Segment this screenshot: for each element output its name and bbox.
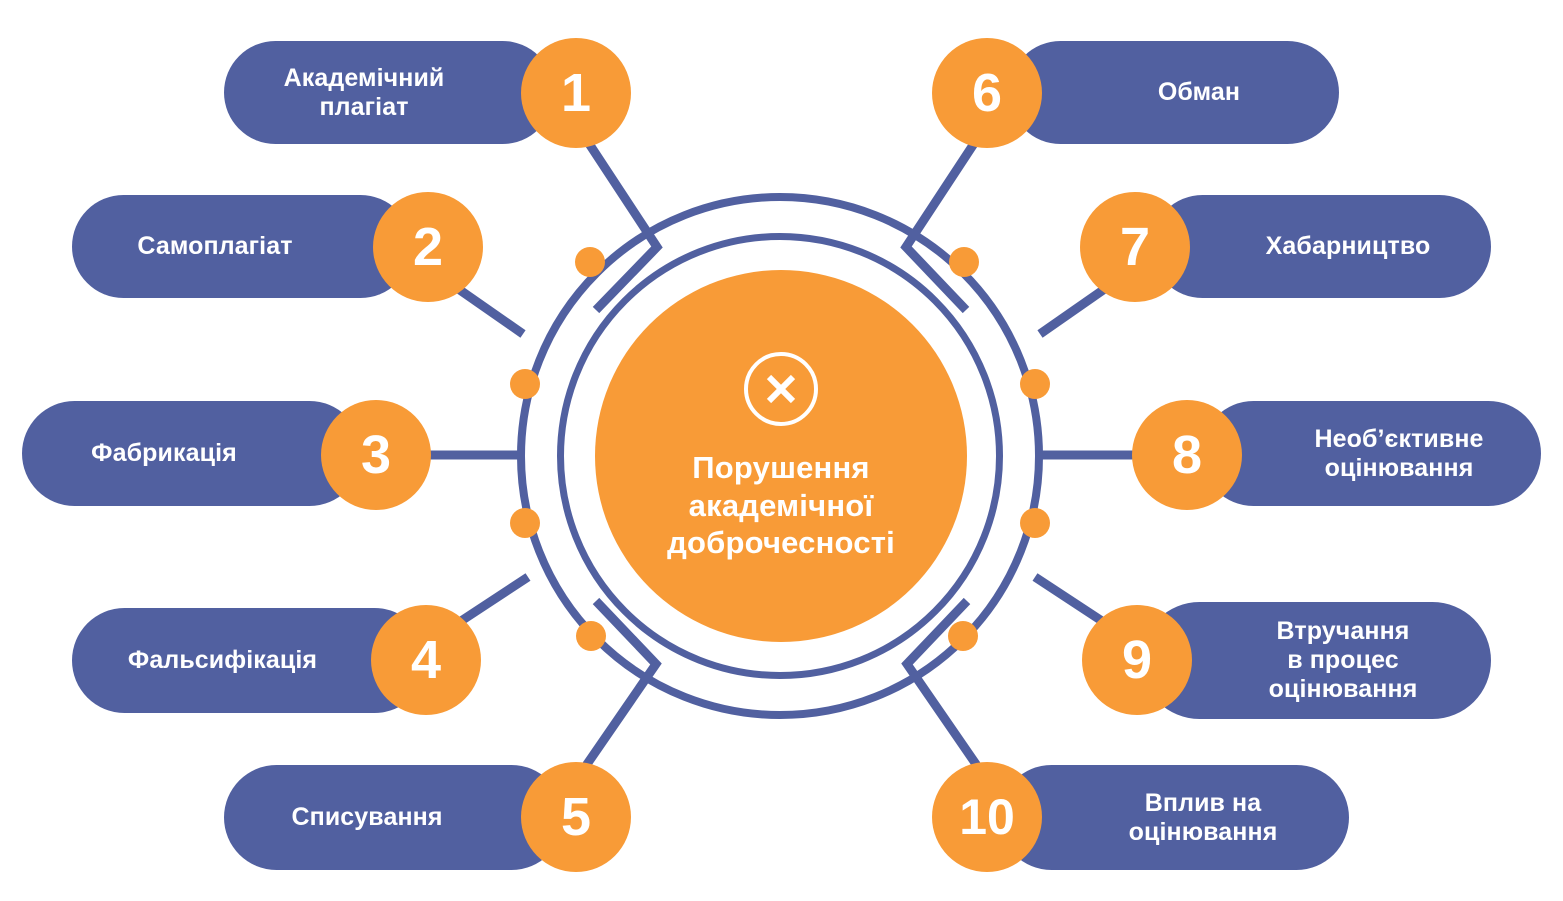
item-label-9: Втручання в процес оцінювання [1268,617,1418,703]
item-number-6: 6 [971,63,1003,123]
x-cross-icon [742,350,820,433]
item-pill-3[interactable]: Фабрикація [22,401,362,506]
item-label-10: Вплив на оцінювання [1128,788,1278,846]
item-label-2: Самоплагіат [137,232,293,260]
ring-dot-2 [510,369,540,399]
item-pill-6[interactable]: Обман [1009,41,1339,144]
ring-dot-4 [576,621,606,651]
item-badge-3[interactable]: 3 [321,400,431,510]
connector-4 [452,573,531,629]
item-pill-5[interactable]: Списування [224,765,564,870]
ring-dot-8 [948,621,978,651]
item-pill-2[interactable]: Самоплагіат [72,195,412,298]
item-pill-10[interactable]: Вплив на оцінювання [999,765,1349,870]
item-number-2: 2 [412,217,444,277]
center-core: Порушення академічної доброчесності [595,270,967,642]
item-pill-1[interactable]: Академічний плагіат [224,41,554,144]
item-number-4: 4 [410,630,442,690]
item-badge-10[interactable]: 10 [932,762,1042,872]
item-number-8: 8 [1171,425,1203,485]
item-label-6: Обман [1157,78,1241,106]
item-badge-5[interactable]: 5 [521,762,631,872]
item-badge-7[interactable]: 7 [1080,192,1190,302]
item-pill-9[interactable]: Втручання в процес оцінювання [1141,602,1491,719]
item-label-8: Необ’єктивне оцінювання [1314,424,1484,482]
item-pill-8[interactable]: Необ’єктивне оцінювання [1201,401,1541,506]
item-label-3: Фабрикація [91,439,237,467]
item-number-10: 10 [959,789,1015,845]
ring-dot-6 [1020,369,1050,399]
item-badge-8[interactable]: 8 [1132,400,1242,510]
item-label-1: Академічний плагіат [283,63,445,121]
item-pill-7[interactable]: Хабарництво [1151,195,1491,298]
ring-dot-1 [575,247,605,277]
ring-dot-5 [949,247,979,277]
item-number-1: 1 [560,63,592,123]
item-number-7: 7 [1119,217,1151,277]
center-title: Порушення академічної доброчесності [667,449,895,561]
item-badge-4[interactable]: 4 [371,605,481,715]
item-badge-6[interactable]: 6 [932,38,1042,148]
item-label-7: Хабарництво [1265,232,1431,260]
item-badge-9[interactable]: 9 [1082,605,1192,715]
item-pill-4[interactable]: Фальсифікація [72,608,427,713]
ring-dot-7 [1020,508,1050,538]
item-label-5: Списування [291,803,443,831]
item-number-5: 5 [560,787,592,847]
item-label-4: Фальсифікація [127,646,318,674]
item-number-9: 9 [1121,630,1153,690]
connector-9 [1032,573,1111,629]
ring-dot-3 [510,508,540,538]
item-badge-2[interactable]: 2 [373,192,483,302]
item-badge-1[interactable]: 1 [521,38,631,148]
item-number-3: 3 [360,425,392,485]
